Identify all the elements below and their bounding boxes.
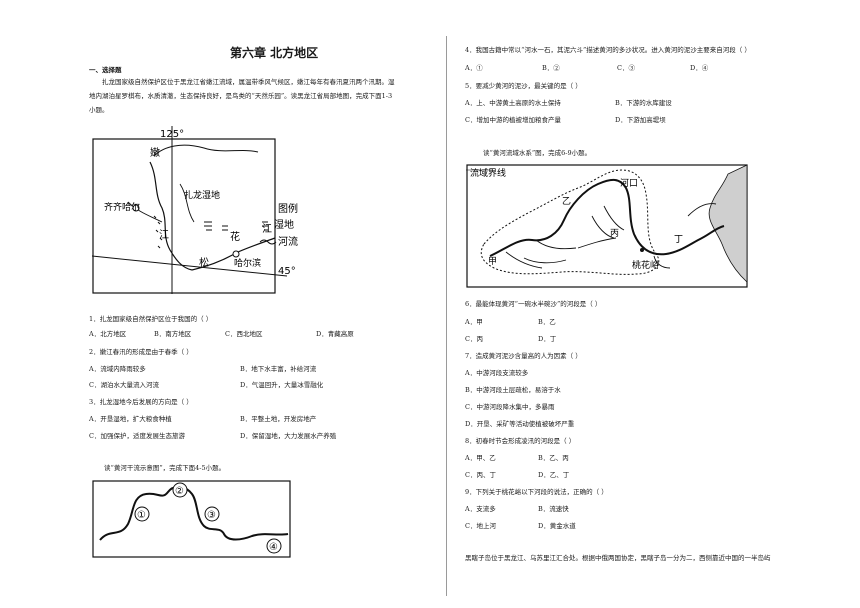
marker-2: ② — [175, 486, 184, 497]
q3-option-d[interactable]: D．保留湿地，大力发展水产养殖 — [240, 432, 337, 440]
jiang-label: 江 — [159, 229, 169, 241]
yellow-river-basin-map: 流域界线 河口 乙 丙 甲 丁 桃花峪 — [466, 164, 748, 288]
q3-option-a[interactable]: A．开垦湿地，扩大粮食种植 — [89, 415, 172, 423]
q4-option-a[interactable]: A．① — [465, 64, 483, 72]
q4-option-b[interactable]: B．② — [542, 64, 560, 72]
q8-option-c[interactable]: C．丙、丁 — [465, 471, 496, 479]
nen-label: 嫩 — [150, 146, 160, 159]
taohuayu-label: 桃花峪 — [632, 259, 659, 271]
q9-option-c[interactable]: C．地上河 — [465, 522, 496, 530]
yellow-river-mainstream-map: ① ② ③ ④ — [92, 480, 291, 558]
q5-option-a[interactable]: A．上、中游黄土高原的水土保持 — [465, 99, 561, 107]
q3-stem: 3．扎龙湿地今后发展的方向是（ ） — [89, 398, 193, 406]
q4-stem: 4．我国古籍中常以“河水一石，其泥六斗”描述黄河的多沙状况。进入黄河的泥沙主要来… — [465, 46, 751, 54]
q7-stem: 7．造成黄河泥沙含量高的人为因素（ ） — [465, 352, 582, 360]
basin-boundary-label: 流域界线 — [470, 167, 506, 179]
q6-stem: 6．最能体现黄河“一碗水半碗沙”的河段是（ ） — [465, 300, 602, 308]
latitude-label: 45° — [278, 266, 296, 277]
legend-river-icon — [259, 239, 277, 245]
marker-3: ③ — [207, 510, 216, 521]
q1-option-d[interactable]: D．青藏高原 — [316, 330, 354, 338]
legend-title: 图例 — [278, 202, 298, 215]
q1-stem: 1．扎龙国家级自然保护区位于我国的（ ） — [89, 315, 213, 323]
marker-4: ④ — [269, 542, 278, 553]
longitude-label: 125° — [160, 129, 184, 140]
hua-label: 花 — [230, 230, 240, 243]
jia-label: 甲 — [488, 256, 497, 267]
q4-option-d[interactable]: D．④ — [690, 64, 709, 72]
q8-option-b[interactable]: B．乙、丙 — [538, 454, 569, 462]
column-divider — [446, 36, 447, 596]
q8-option-a[interactable]: A．甲、乙 — [465, 454, 496, 462]
q6-option-b[interactable]: B．乙 — [538, 318, 556, 326]
jiang2-label: 江 — [262, 223, 272, 235]
q6-option-a[interactable]: A．甲 — [465, 318, 483, 326]
q1-option-c[interactable]: C．西北地区 — [225, 330, 263, 338]
q7-option-a[interactable]: A．中游河段支流较多 — [465, 369, 529, 377]
q1-option-b[interactable]: B．南方地区 — [154, 330, 192, 338]
q9-option-a[interactable]: A．支流多 — [465, 505, 496, 513]
q2-option-c[interactable]: C．湖泊水大量流入河流 — [89, 381, 159, 389]
read-instruction-1: 读“黄河干流示意图”，完成下面4-5小题。 — [104, 464, 226, 472]
yi-label: 乙 — [562, 196, 571, 207]
q5-stem: 5．要减少黄河的泥沙，最关键的是（ ） — [465, 82, 582, 90]
song-label: 松 — [199, 256, 209, 269]
q1-option-a[interactable]: A．北方地区 — [89, 330, 127, 338]
marker-1: ① — [137, 510, 146, 521]
q6-option-c[interactable]: C．丙 — [465, 335, 483, 343]
intro-line-3: 小题。 — [89, 106, 109, 114]
q5-option-b[interactable]: B．下游的水库建设 — [615, 99, 672, 107]
hekou-label: 河口 — [620, 177, 638, 189]
page-title: 第六章 北方地区 — [230, 46, 319, 60]
ding-label: 丁 — [674, 235, 683, 245]
q2-option-b[interactable]: B．地下水丰富，补给河流 — [240, 365, 317, 373]
heilongjiang-map: 125° 45° 嫩 江 松 花 江 齐齐哈尔 扎龙湿地 哈尔滨 图例 湿地 河… — [92, 126, 298, 294]
intro-line-2: 地内湖泊星罗棋布，水质清澈，生态保持良好，是鸟类的“天然乐园”。读黑龙江省局部地… — [89, 92, 393, 100]
q5-option-d[interactable]: D．下游加高堤坝 — [615, 116, 666, 124]
q9-option-d[interactable]: D．黄金水道 — [538, 522, 576, 530]
q9-option-b[interactable]: B．流速快 — [538, 505, 569, 513]
q2-stem: 2．嫩江春汛的形成是由于春季（ ） — [89, 348, 193, 356]
q7-option-d[interactable]: D．开垦、采矿等活动使植被破坏严重 — [465, 420, 575, 428]
intro-line-1: 扎龙国家级自然保护区位于黑龙江省嫩江流域，属温带季风气候区，嫩江每年有春汛夏汛两… — [102, 78, 395, 86]
q7-option-c[interactable]: C．中游河段降水集中，多暴雨 — [465, 403, 555, 411]
harbin-label: 哈尔滨 — [234, 257, 261, 269]
legend-river: 河流 — [278, 235, 298, 248]
q2-option-d[interactable]: D．气温回升，大量冰雪融化 — [240, 381, 324, 389]
q3-option-c[interactable]: C．加强保护，适度发展生态旅游 — [89, 432, 185, 440]
q3-option-b[interactable]: B．平整土地，开发房地产 — [240, 415, 317, 423]
q8-stem: 8．初春时节会形成凌汛的河段是（ ） — [465, 437, 576, 445]
zhalong-label: 扎龙湿地 — [184, 189, 220, 201]
bing-label: 丙 — [610, 228, 619, 239]
bottom-paragraph-line: 黑瞎子岛位于黑龙江、乌苏里江汇合处。根据中俄两国协定，黑瞎子岛一分为二，西侧靠近… — [465, 554, 771, 562]
q4-option-c[interactable]: C．③ — [617, 64, 635, 72]
read-instruction-2: 读“黄河流域水系”图，完成6-9小题。 — [483, 149, 592, 157]
legend-wetland-icon — [262, 221, 268, 231]
q9-stem: 9．下列关于桃花峪以下河段的说法，正确的（ ） — [465, 488, 608, 496]
right-column-lower: 6．最能体现黄河“一碗水半碗沙”的河段是（ ） A．甲 B．乙 C．丙 D．丁 … — [447, 0, 860, 608]
legend-wetland: 湿地 — [274, 218, 294, 231]
left-column: 第六章 北方地区 一、选择题 扎龙国家级自然保护区位于黑龙江省嫩江流域，属温带季… — [89, 46, 395, 558]
section-heading: 一、选择题 — [89, 66, 122, 74]
q6-option-d[interactable]: D．丁 — [538, 335, 557, 343]
qiqihar-label: 齐齐哈尔 — [104, 201, 140, 213]
q7-option-b[interactable]: B．中游河段土层疏松，易溶于水 — [465, 386, 561, 394]
right-column: 4．我国古籍中常以“河水一石，其泥六斗”描述黄河的多沙状况。进入黄河的泥沙主要来… — [447, 0, 860, 608]
q2-option-a[interactable]: A．流域内降雨较多 — [89, 365, 146, 373]
q5-option-c[interactable]: C．增加中游的植被增加粮食产量 — [465, 116, 561, 124]
q8-option-d[interactable]: D．乙、丁 — [538, 471, 570, 479]
